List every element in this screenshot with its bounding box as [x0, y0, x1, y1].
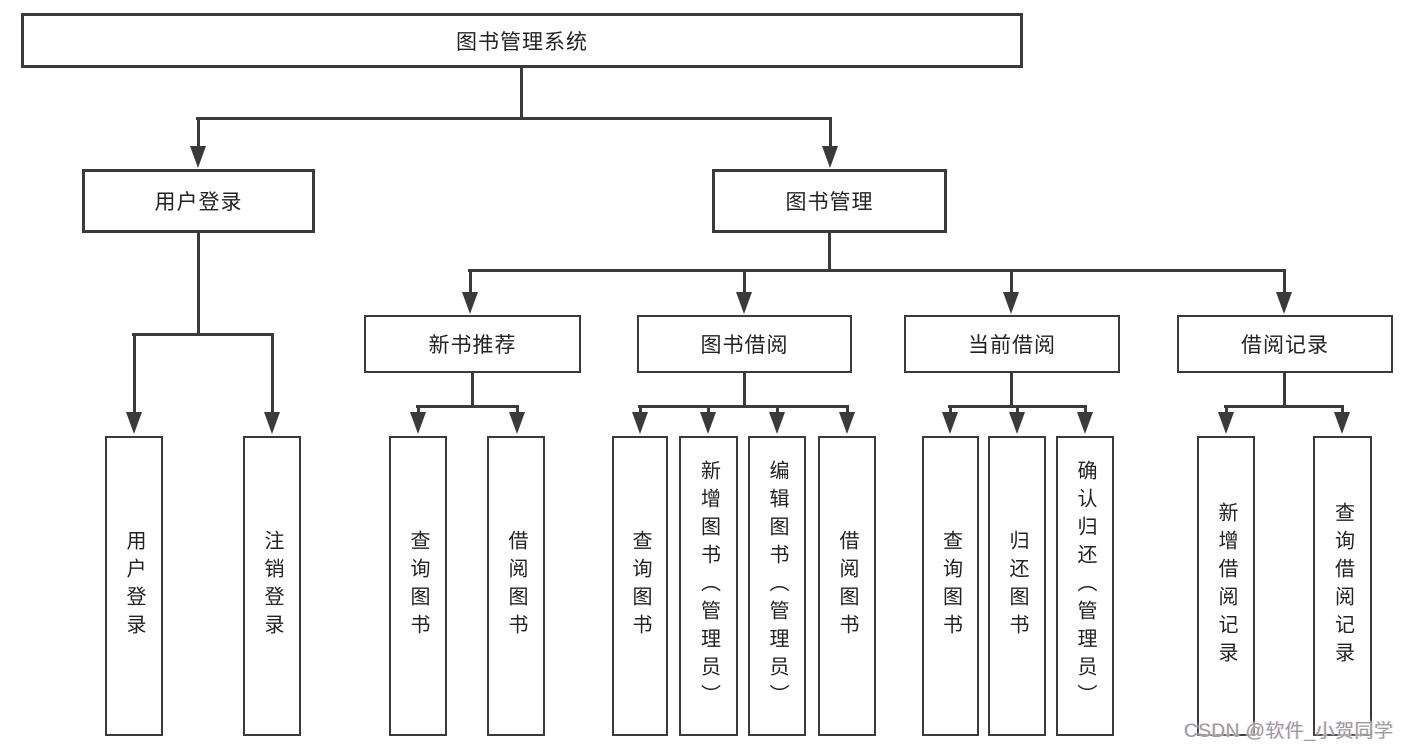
leaf-label: 编辑图书（管理员）	[766, 460, 788, 712]
arrow-down-icon	[632, 412, 648, 434]
connector-line	[416, 405, 519, 408]
connector-line	[1225, 406, 1228, 414]
connector-line	[1084, 406, 1087, 414]
node-book-borrow: 图书借阅	[637, 315, 852, 373]
arrow-down-icon	[736, 292, 752, 314]
connector-line	[638, 405, 849, 408]
connector-line	[1010, 373, 1013, 406]
leaf-query-borrow-record: 查询借阅记录	[1313, 436, 1372, 736]
leaf-label: 新增借阅记录	[1215, 502, 1237, 670]
node-root: 图书管理系统	[21, 13, 1023, 68]
connector-line	[707, 406, 710, 414]
connector-line	[776, 406, 779, 414]
connector-line	[828, 233, 831, 270]
arrow-down-icon	[769, 412, 785, 434]
connector-line	[1341, 406, 1344, 414]
leaf-label: 确认归还（管理员）	[1074, 460, 1096, 712]
leaf-label: 用户登录	[123, 530, 145, 642]
arrow-down-icon	[700, 412, 716, 434]
connector-line	[949, 406, 952, 414]
leaf-label: 借阅图书	[836, 530, 858, 642]
leaf-add-borrow-record: 新增借阅记录	[1197, 436, 1255, 736]
leaf-return-book: 归还图书	[988, 436, 1046, 736]
connector-line	[846, 406, 849, 414]
connector-line	[197, 118, 200, 148]
arrow-down-icon	[1334, 412, 1350, 434]
arrow-down-icon	[942, 412, 958, 434]
node-user-login: 用户登录	[82, 169, 315, 233]
connector-line	[196, 117, 832, 120]
leaf-label: 查询图书	[629, 530, 651, 642]
leaf-query-book-recommend: 查询图书	[389, 436, 447, 736]
csdn-watermark: CSDN @软件_小贺同学	[1184, 721, 1394, 742]
leaf-edit-book-admin: 编辑图书（管理员）	[748, 436, 806, 736]
arrow-down-icon	[1009, 412, 1025, 434]
connector-line	[1283, 373, 1286, 406]
arrow-down-icon	[509, 412, 525, 434]
connector-line	[133, 334, 136, 414]
arrow-down-icon	[126, 412, 142, 434]
connector-line	[829, 118, 832, 148]
node-book-management: 图书管理	[712, 169, 947, 233]
leaf-label: 查询借阅记录	[1331, 502, 1354, 670]
connector-line	[271, 334, 274, 414]
arrow-down-icon	[462, 292, 478, 314]
connector-line	[1016, 406, 1019, 414]
connector-line	[520, 66, 523, 118]
node-borrow-records: 借阅记录	[1177, 315, 1393, 373]
arrow-down-icon	[1218, 412, 1234, 434]
arrow-down-icon	[839, 412, 855, 434]
leaf-borrow-book: 借阅图书	[818, 436, 876, 736]
connector-line	[639, 406, 642, 414]
arrow-down-icon	[822, 146, 838, 168]
arrow-down-icon	[190, 146, 206, 168]
arrow-down-icon	[1003, 292, 1019, 314]
leaf-label: 查询图书	[407, 530, 429, 642]
arrow-down-icon	[1077, 412, 1093, 434]
connector-line	[469, 270, 472, 294]
arrow-down-icon	[1276, 292, 1292, 314]
leaf-user-login: 用户登录	[105, 436, 163, 736]
leaf-query-book-current: 查询图书	[922, 436, 979, 736]
connector-line	[1224, 405, 1344, 408]
connector-line	[417, 406, 420, 414]
connector-line	[743, 270, 746, 294]
connector-line	[516, 406, 519, 414]
node-current-borrow: 当前借阅	[904, 315, 1120, 373]
leaf-label: 归还图书	[1006, 530, 1028, 642]
arrow-down-icon	[264, 412, 280, 434]
connector-line	[468, 269, 1286, 272]
connector-line	[743, 373, 746, 406]
leaf-query-book-borrow: 查询图书	[612, 436, 668, 736]
leaf-label: 借阅图书	[505, 530, 527, 642]
connector-line	[471, 373, 474, 406]
leaf-label: 查询图书	[939, 530, 962, 642]
connector-line	[197, 233, 200, 334]
node-new-book-recommend: 新书推荐	[364, 315, 581, 373]
leaf-label: 注销登录	[261, 530, 283, 642]
arrow-down-icon	[410, 412, 426, 434]
connector-line	[132, 333, 274, 336]
leaf-logout: 注销登录	[243, 436, 301, 736]
leaf-label: 新增图书（管理员）	[697, 460, 720, 712]
leaf-confirm-return-admin: 确认归还（管理员）	[1056, 436, 1114, 736]
connector-line	[1283, 270, 1286, 294]
connector-line	[1010, 270, 1013, 294]
leaf-add-book-admin: 新增图书（管理员）	[679, 436, 738, 736]
leaf-borrow-book-recommend: 借阅图书	[487, 436, 545, 736]
